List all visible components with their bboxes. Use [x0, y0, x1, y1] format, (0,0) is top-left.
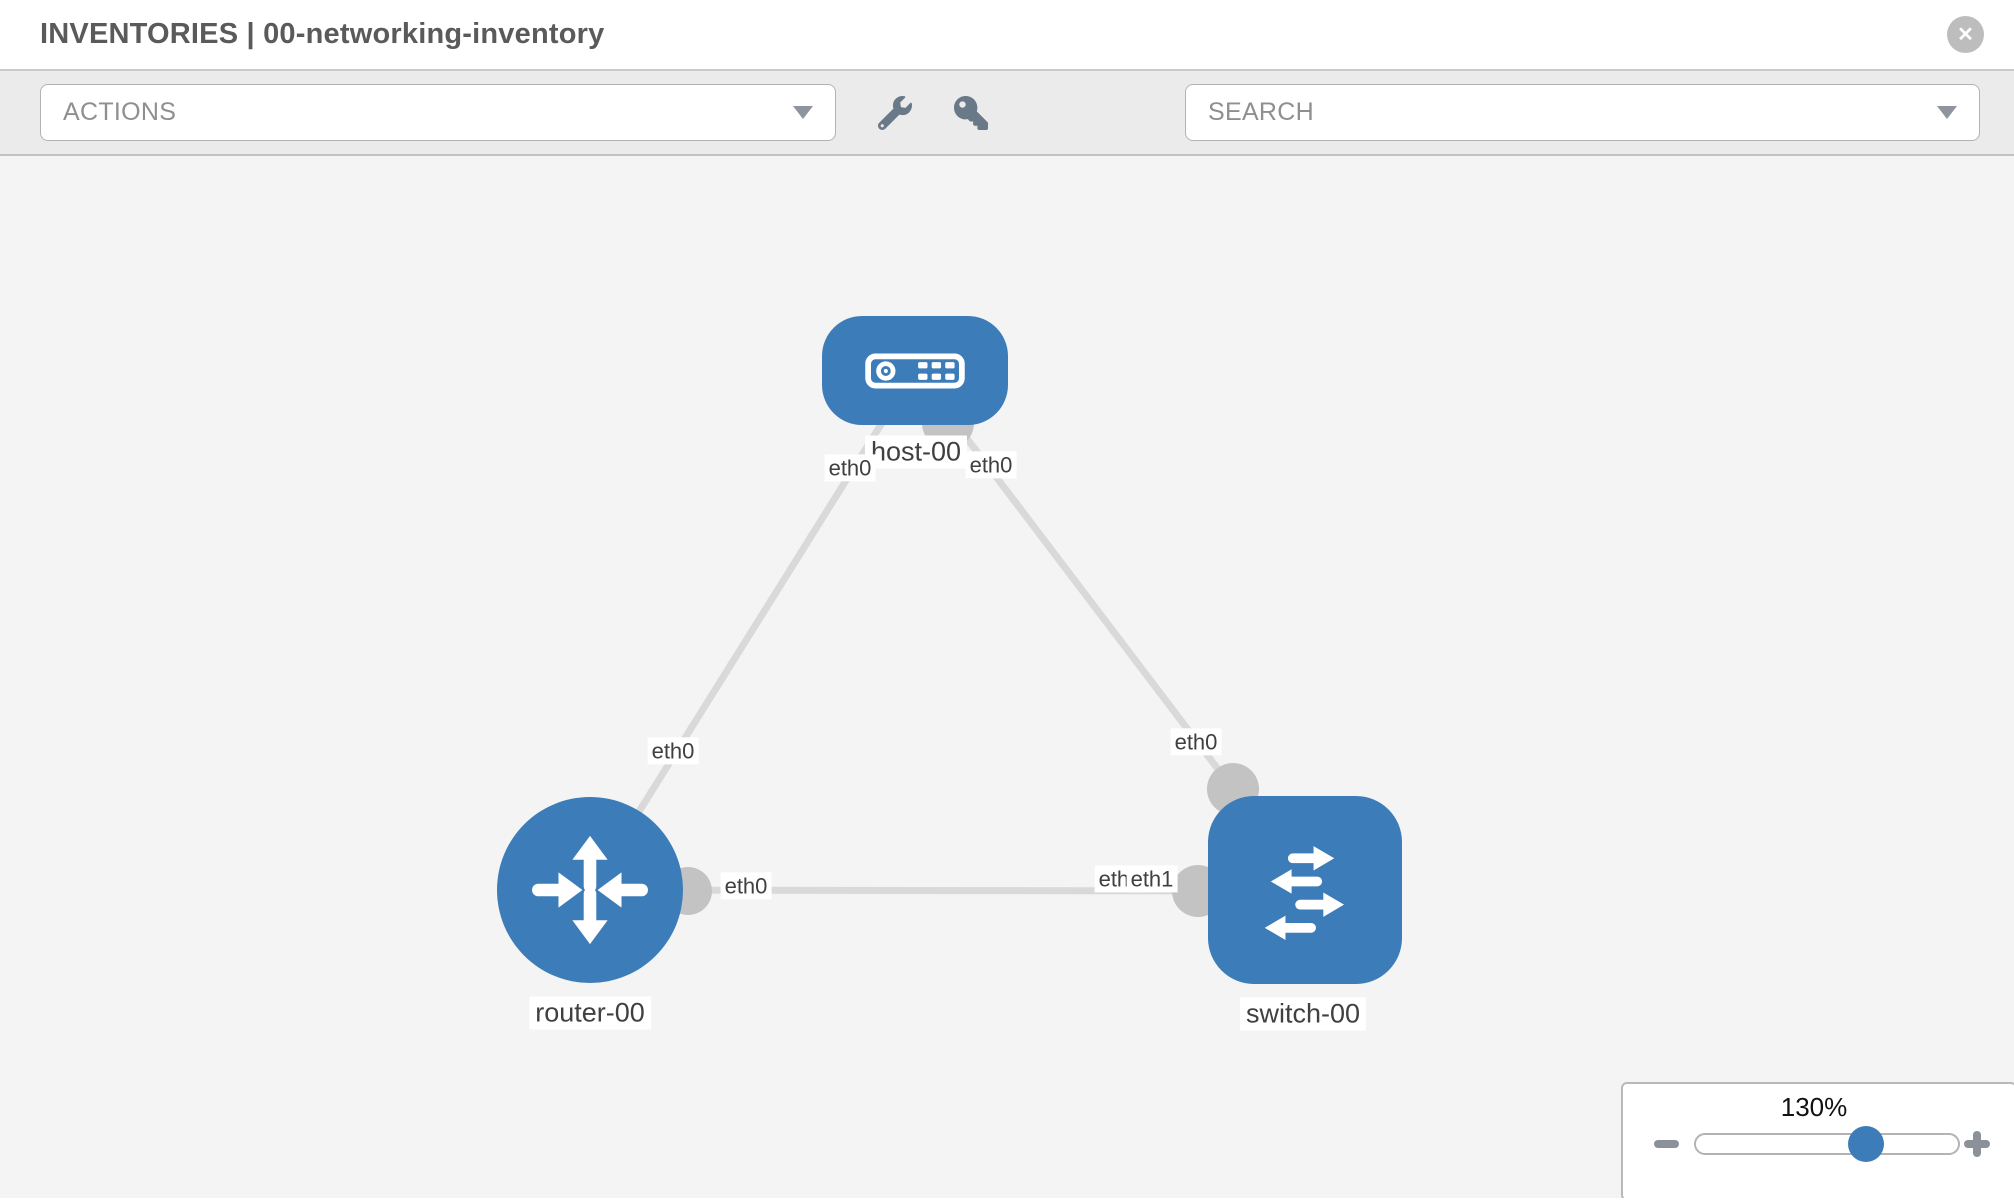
host-icon	[865, 353, 965, 388]
close-icon: ✕	[1957, 23, 1974, 46]
zoom-control-panel: 130%	[1621, 1082, 2014, 1198]
node-switch-00[interactable]	[1208, 796, 1402, 984]
zoom-in-button[interactable]	[1964, 1131, 1990, 1157]
interface-label: eth0	[1170, 728, 1222, 756]
interface-label: eth0	[720, 872, 772, 900]
node-host-00[interactable]	[822, 316, 1008, 425]
router-icon	[532, 835, 648, 945]
node-label-router-00: router-00	[529, 996, 651, 1030]
close-button[interactable]: ✕	[1947, 16, 1984, 53]
configure-button[interactable]	[877, 95, 912, 130]
zoom-slider-thumb[interactable]	[1848, 1126, 1884, 1162]
zoom-slider-track[interactable]	[1694, 1126, 1960, 1162]
actions-dropdown-label: ACTIONS	[63, 98, 177, 126]
topology-canvas[interactable]: host-00 router-00 switch-00 eth0 eth0 et…	[0, 156, 2014, 1198]
interface-label: eth0	[965, 451, 1017, 479]
search-dropdown[interactable]: SEARCH	[1185, 84, 1980, 141]
interface-label: eth1	[1126, 865, 1178, 893]
node-router-00[interactable]	[497, 797, 683, 983]
actions-dropdown[interactable]: ACTIONS	[40, 84, 836, 141]
credentials-button[interactable]	[954, 95, 988, 130]
page-title: INVENTORIES | 00-networking-inventory	[40, 18, 605, 50]
search-dropdown-label: SEARCH	[1208, 98, 1314, 126]
node-label-host-00: host-00	[864, 435, 968, 469]
zoom-out-button[interactable]	[1654, 1140, 1679, 1148]
node-label-switch-00: switch-00	[1239, 997, 1367, 1031]
interface-label: eth0	[824, 454, 876, 482]
zoom-level: 130%	[1780, 1092, 1848, 1122]
link-lines	[587, 367, 1259, 917]
interface-label: eth0	[647, 737, 699, 765]
chevron-down-icon	[1937, 106, 1957, 119]
header: INVENTORIES | 00-networking-inventory ✕	[0, 0, 2014, 71]
switch-icon	[1264, 846, 1345, 941]
link-host-switch	[912, 367, 1236, 792]
wrench-icon	[877, 95, 912, 130]
chevron-down-icon	[793, 106, 813, 119]
toolbar: ACTIONS SEARCH	[0, 71, 2014, 156]
key-icon	[954, 95, 988, 130]
